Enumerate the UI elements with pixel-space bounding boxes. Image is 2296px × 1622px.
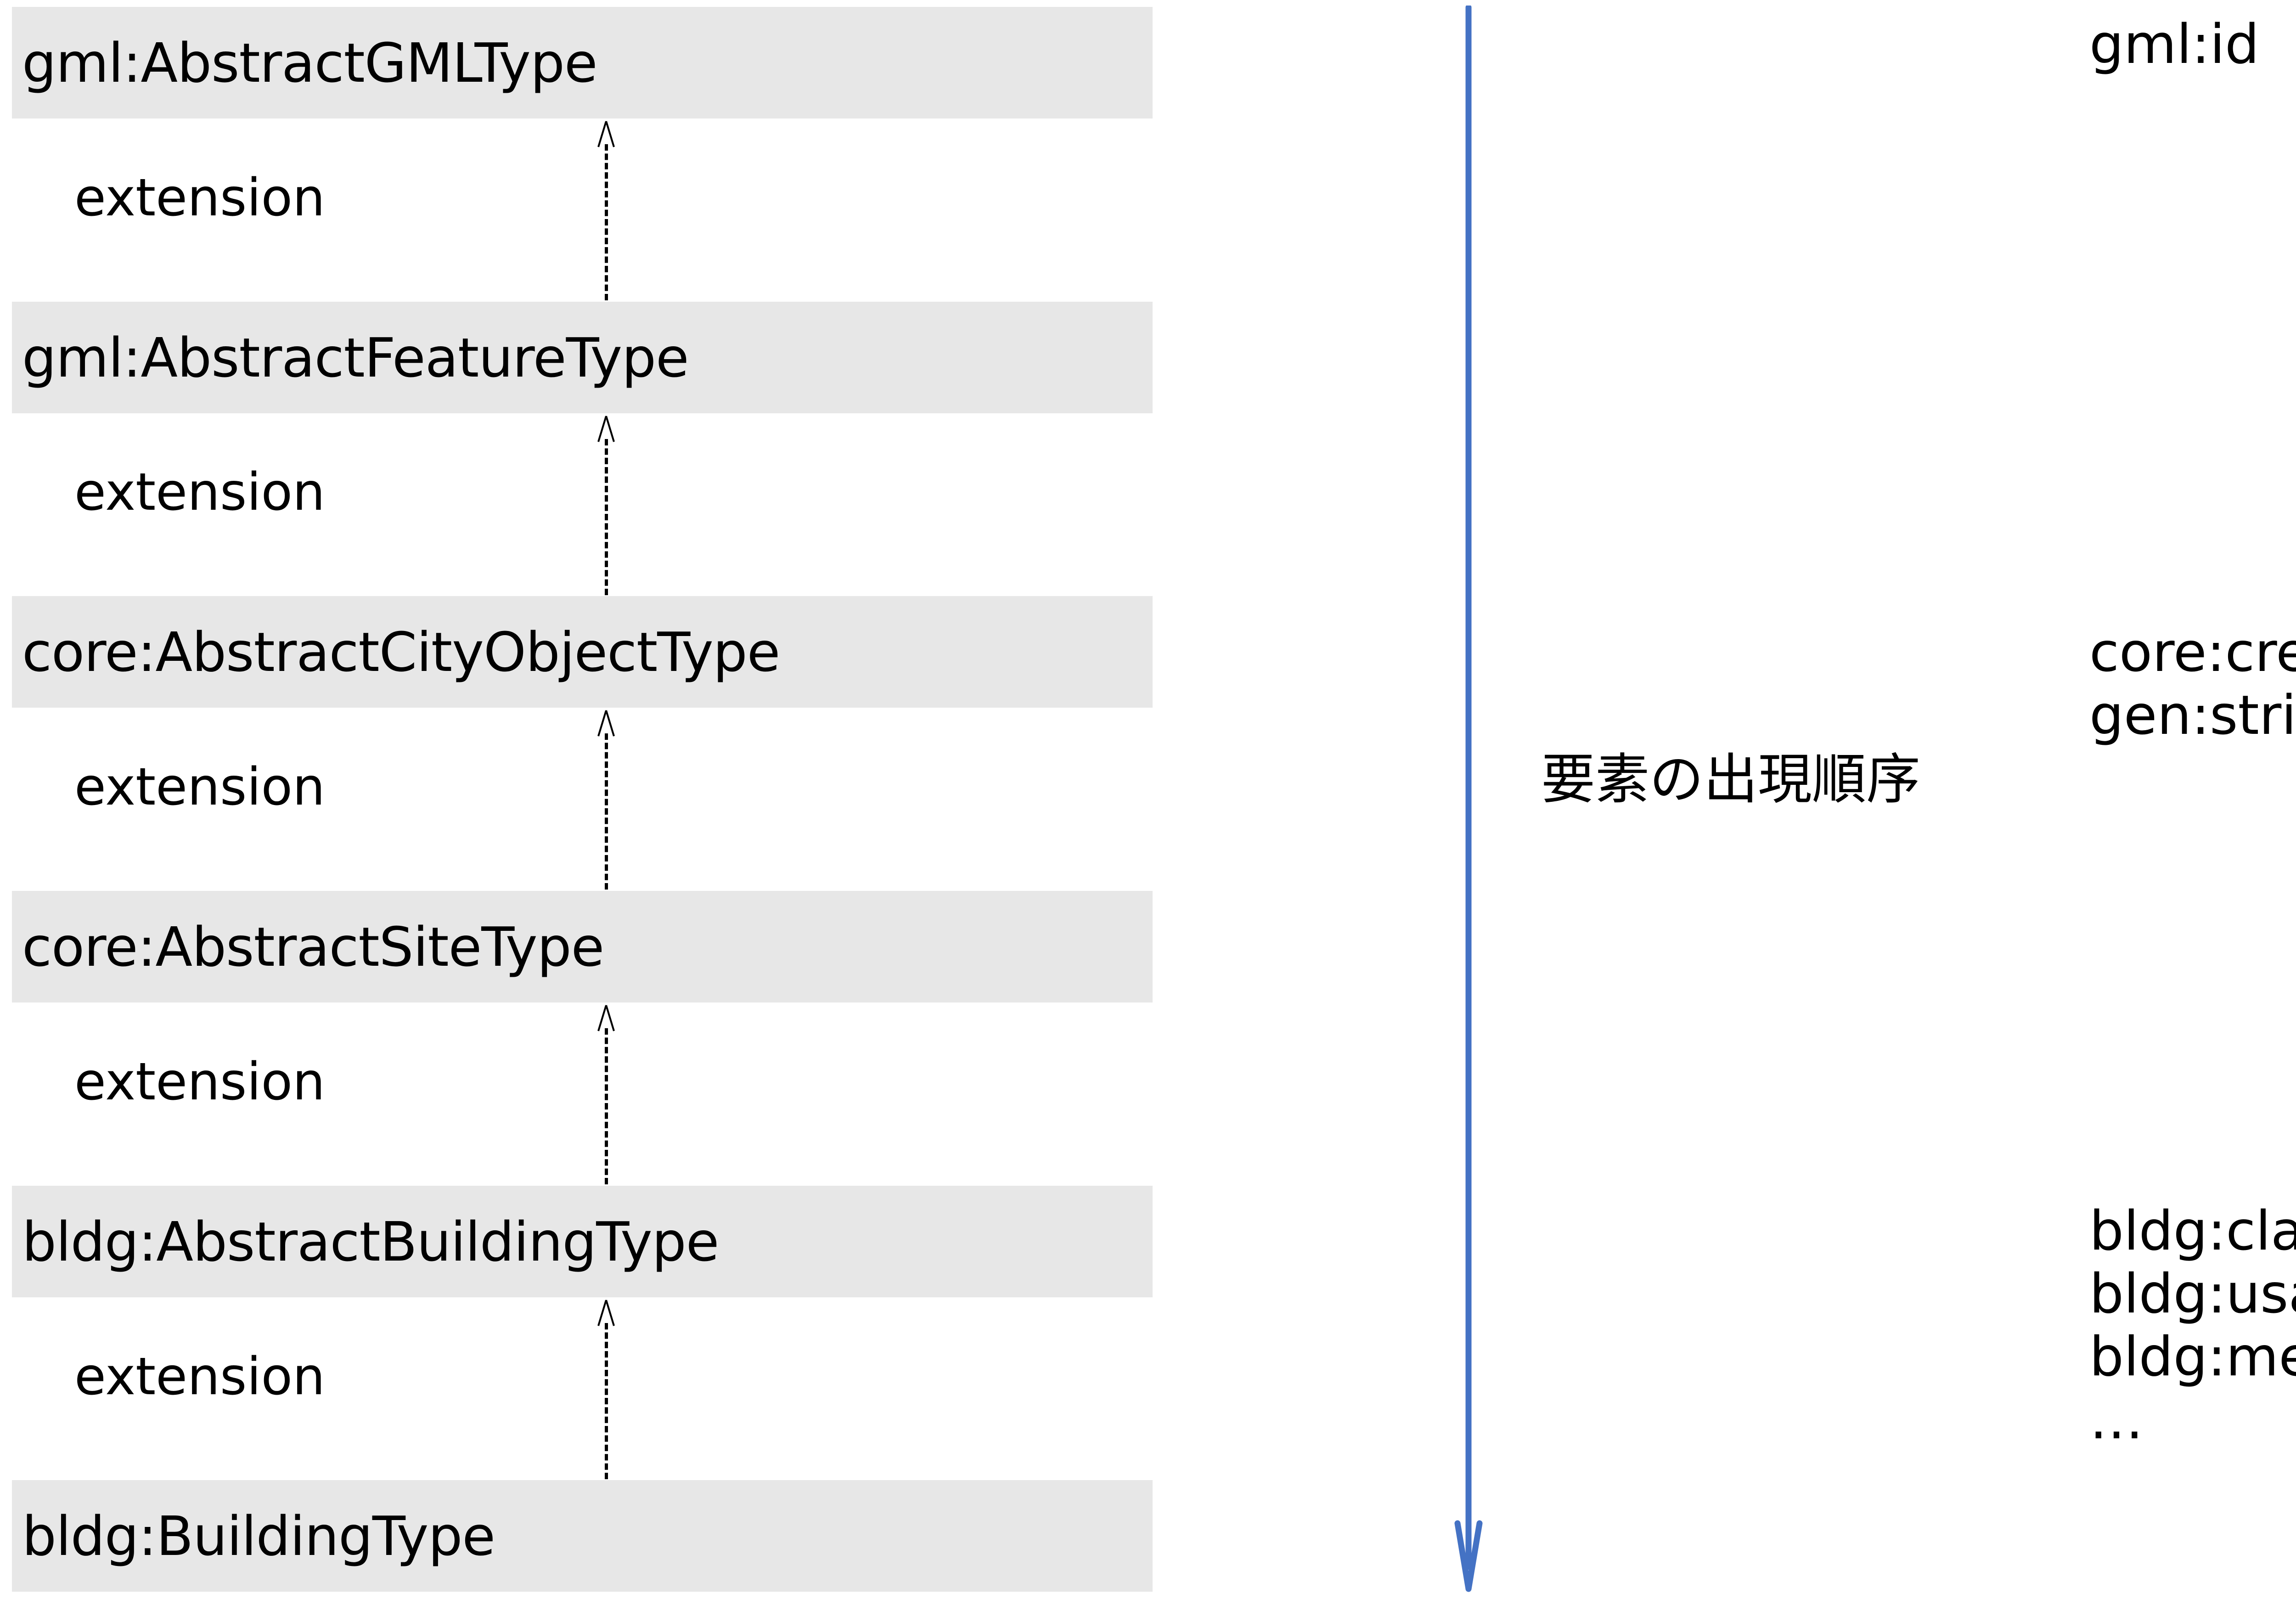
annotation-line: bldg:usage <box>2089 1262 2296 1325</box>
annotation-group-core: core:creationDate gen:stringAttribute <box>2089 621 2296 747</box>
dashed-shaft <box>605 144 608 300</box>
annotation-line: … <box>2089 1387 2144 1451</box>
generalization-arrow-4 <box>597 1004 615 1184</box>
type-box-label: bldg:AbstractBuildingType <box>22 1210 719 1273</box>
annotation-line: bldg:measuredHeight <box>2089 1324 2296 1388</box>
type-box-label: gml:AbstractFeatureType <box>22 326 689 389</box>
annotation-group-gml: gml:id <box>2089 13 2259 76</box>
type-box-bldg-buildingtype[interactable]: bldg:BuildingType <box>12 1480 1153 1592</box>
generalization-arrow-2 <box>597 415 615 595</box>
dashed-shaft <box>605 1323 608 1479</box>
type-box-label: core:AbstractSiteType <box>22 915 604 979</box>
generalization-arrow-5 <box>597 1299 615 1479</box>
extension-label-1: extension <box>74 168 325 228</box>
type-box-gml-abstractgmltype[interactable]: gml:AbstractGMLType <box>12 7 1153 118</box>
dashed-shaft <box>605 1028 608 1184</box>
extension-label-2: extension <box>74 462 325 522</box>
annotation-line: bldg:class <box>2089 1199 2296 1262</box>
dashed-shaft <box>605 439 608 595</box>
type-box-bldg-abstractbuildingtype[interactable]: bldg:AbstractBuildingType <box>12 1186 1153 1297</box>
element-order-arrow <box>1451 4 1488 1594</box>
type-box-label: bldg:BuildingType <box>22 1504 495 1568</box>
arrowhead-up-icon <box>597 415 615 444</box>
arrowhead-up-icon <box>597 710 615 738</box>
annotation-group-bldg: bldg:class bldg:usage bldg:measuredHeigh… <box>2089 1200 2296 1451</box>
extension-label-5: extension <box>74 1347 325 1407</box>
annotation-line: gen:stringAttribute <box>2089 683 2296 747</box>
arrowhead-up-icon <box>597 120 615 149</box>
annotation-line: core:creationDate <box>2089 620 2296 684</box>
type-box-core-abstractcityobjecttype[interactable]: core:AbstractCityObjectType <box>12 596 1153 708</box>
arrowhead-up-icon <box>597 1004 615 1033</box>
type-box-gml-abstractfeaturetype[interactable]: gml:AbstractFeatureType <box>12 302 1153 413</box>
type-box-label: gml:AbstractGMLType <box>22 31 597 95</box>
order-axis-label: 要素の出現順序 <box>1541 748 1921 811</box>
type-box-core-abstractsitetype[interactable]: core:AbstractSiteType <box>12 891 1153 1002</box>
annotation-line: gml:id <box>2089 12 2260 76</box>
generalization-arrow-3 <box>597 710 615 890</box>
type-box-label: core:AbstractCityObjectType <box>22 620 780 684</box>
arrowhead-up-icon <box>597 1299 615 1328</box>
extension-label-3: extension <box>74 757 325 817</box>
extension-label-4: extension <box>74 1052 325 1112</box>
generalization-arrow-1 <box>597 120 615 300</box>
dashed-shaft <box>605 733 608 890</box>
